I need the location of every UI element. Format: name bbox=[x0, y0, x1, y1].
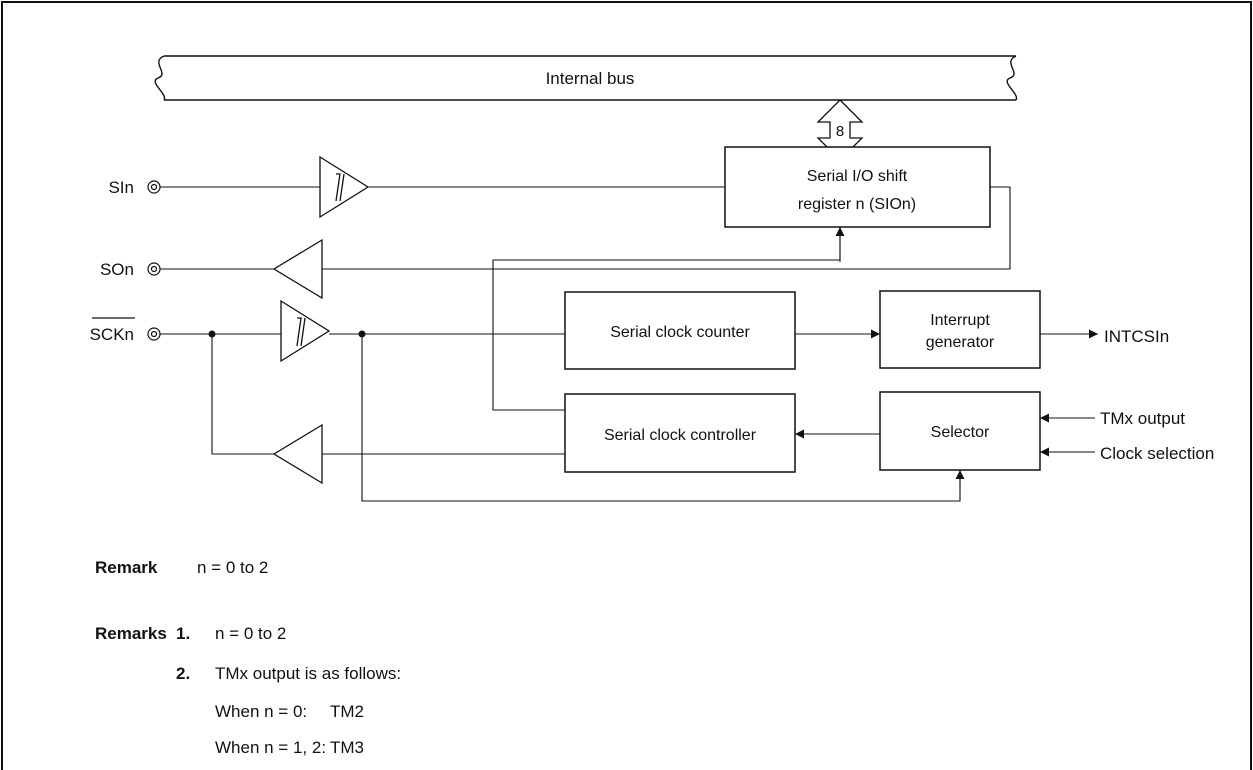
remarks-row2-condition: When n = 1, 2: bbox=[215, 738, 327, 757]
internal-bus-label: Internal bus bbox=[546, 69, 635, 88]
internal-bus bbox=[154, 55, 1018, 101]
wire-junctions bbox=[208, 330, 366, 338]
remark-label: Remark bbox=[95, 558, 158, 577]
bus-width-label: 8 bbox=[836, 123, 844, 140]
buffer-si bbox=[319, 155, 370, 219]
pin-sck-label: SCKn bbox=[90, 325, 134, 344]
signal-tmx-label: TMx output bbox=[1100, 409, 1185, 428]
remarks-label: Remarks bbox=[95, 624, 167, 643]
block-shift-register-line2: register n (SIOn) bbox=[798, 196, 916, 213]
buffer-so bbox=[272, 238, 323, 300]
block-clock-counter-label: Serial clock counter bbox=[610, 324, 750, 341]
block-selector bbox=[879, 391, 1041, 471]
block-clock-counter bbox=[564, 291, 796, 370]
block-shift-register bbox=[724, 146, 991, 228]
signal-clock-selection-label: Clock selection bbox=[1100, 444, 1214, 463]
pin-terminals bbox=[147, 180, 161, 341]
buffer-sck-in bbox=[280, 299, 331, 363]
remarks-row2-value: TM3 bbox=[330, 738, 364, 757]
block-interrupt-generator bbox=[879, 290, 1041, 369]
remarks-row1-condition: When n = 0: bbox=[215, 702, 308, 721]
block-selector-label: Selector bbox=[931, 424, 990, 441]
pin-so-label: SOn bbox=[100, 260, 134, 279]
buffer-sck-out bbox=[272, 423, 323, 485]
block-interrupt-line2: generator bbox=[926, 334, 995, 351]
remarks-item2-num: 2. bbox=[176, 664, 191, 683]
pin-si-label: SIn bbox=[108, 178, 134, 197]
remarks-item2-text: TMx output is as follows: bbox=[215, 664, 402, 683]
signal-intcsi-label: INTCSIn bbox=[1104, 327, 1169, 346]
remarks-row1-value: TM2 bbox=[330, 702, 364, 721]
remarks-item1-text: n = 0 to 2 bbox=[215, 624, 287, 643]
remark-text: n = 0 to 2 bbox=[197, 558, 269, 577]
remarks-item1-num: 1. bbox=[176, 624, 191, 643]
block-clock-controller-label: Serial clock controller bbox=[604, 427, 757, 444]
signal-wires bbox=[160, 186, 1098, 502]
block-shift-register-line1: Serial I/O shift bbox=[807, 168, 908, 185]
block-interrupt-line1: Interrupt bbox=[930, 312, 990, 329]
